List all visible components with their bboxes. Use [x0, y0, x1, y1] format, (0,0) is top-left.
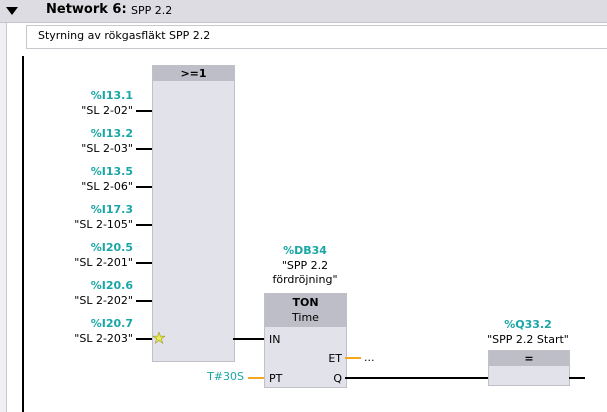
ton-type-label: TON — [292, 296, 319, 309]
pin-pt-label: PT — [269, 372, 283, 385]
input-variable-name: "SL 2-03" — [81, 142, 133, 155]
input-address: %I20.5 — [90, 241, 133, 254]
input-address: %I13.1 — [90, 89, 133, 102]
pin-in-label: IN — [269, 333, 281, 346]
add-input-star-icon[interactable] — [153, 332, 165, 344]
power-rail — [22, 56, 24, 412]
pt-value[interactable]: T#30S — [207, 370, 244, 383]
ton-timer-block[interactable]: TON Time IN ET PT Q — [264, 293, 347, 388]
collapse-triangle-icon[interactable] — [6, 6, 18, 16]
input-pin[interactable] — [136, 224, 152, 226]
input-pin[interactable] — [136, 186, 152, 188]
wire-or-to-timer — [233, 338, 264, 340]
input-pin[interactable] — [136, 110, 152, 112]
wire-timer-to-coil — [345, 377, 488, 379]
et-pin[interactable] — [345, 357, 361, 359]
input-address: %I13.5 — [90, 165, 133, 178]
timer-db-address[interactable]: %DB34 — [283, 244, 327, 257]
or-block-title: >=1 — [153, 66, 234, 81]
input-pin[interactable] — [136, 148, 152, 150]
input-address: %I20.7 — [90, 317, 133, 330]
coil-output-wire — [569, 377, 585, 379]
pin-q-label: Q — [333, 372, 342, 385]
coil-title: = — [489, 351, 569, 366]
input-variable-name: "SL 2-203" — [74, 332, 133, 345]
network-comment-box[interactable]: Styrning av rökgasfläkt SPP 2.2 — [26, 25, 607, 49]
input-pin[interactable] — [136, 338, 152, 340]
input-pin[interactable] — [136, 262, 152, 264]
input-variable-name: "SL 2-202" — [74, 294, 133, 307]
ton-subtype-label: Time — [292, 311, 319, 324]
network-comment: Styrning av rökgasfläkt SPP 2.2 — [38, 29, 211, 42]
ton-block-header: TON Time — [265, 294, 346, 327]
timer-db-name-line1: "SPP 2.2 — [281, 259, 329, 272]
network-label: Network 6: — [46, 2, 127, 17]
pt-pin[interactable] — [248, 377, 264, 379]
input-variable-name: "SL 2-06" — [81, 180, 133, 193]
input-address: %I17.3 — [90, 203, 133, 216]
or-block[interactable]: >=1 — [152, 65, 235, 362]
input-variable-name: "SL 2-02" — [81, 104, 133, 117]
input-variable-name: "SL 2-201" — [74, 256, 133, 269]
input-address: %I20.6 — [90, 279, 133, 292]
timer-db-name-line2: fördröjning" — [272, 273, 338, 286]
left-gutter — [0, 23, 7, 412]
input-address: %I13.2 — [90, 127, 133, 140]
assignment-coil-block[interactable]: = — [488, 350, 570, 386]
input-variable-name: "SL 2-105" — [74, 218, 133, 231]
coil-address[interactable]: %Q33.2 — [504, 318, 552, 331]
input-pin[interactable] — [136, 300, 152, 302]
coil-variable-name: "SPP 2.2 Start" — [487, 333, 569, 346]
et-value[interactable]: ... — [364, 351, 375, 364]
network-title[interactable]: SPP 2.2 — [131, 4, 173, 17]
network-header[interactable]: Network 6: SPP 2.2 — [0, 0, 607, 23]
pin-et-label: ET — [328, 352, 342, 365]
